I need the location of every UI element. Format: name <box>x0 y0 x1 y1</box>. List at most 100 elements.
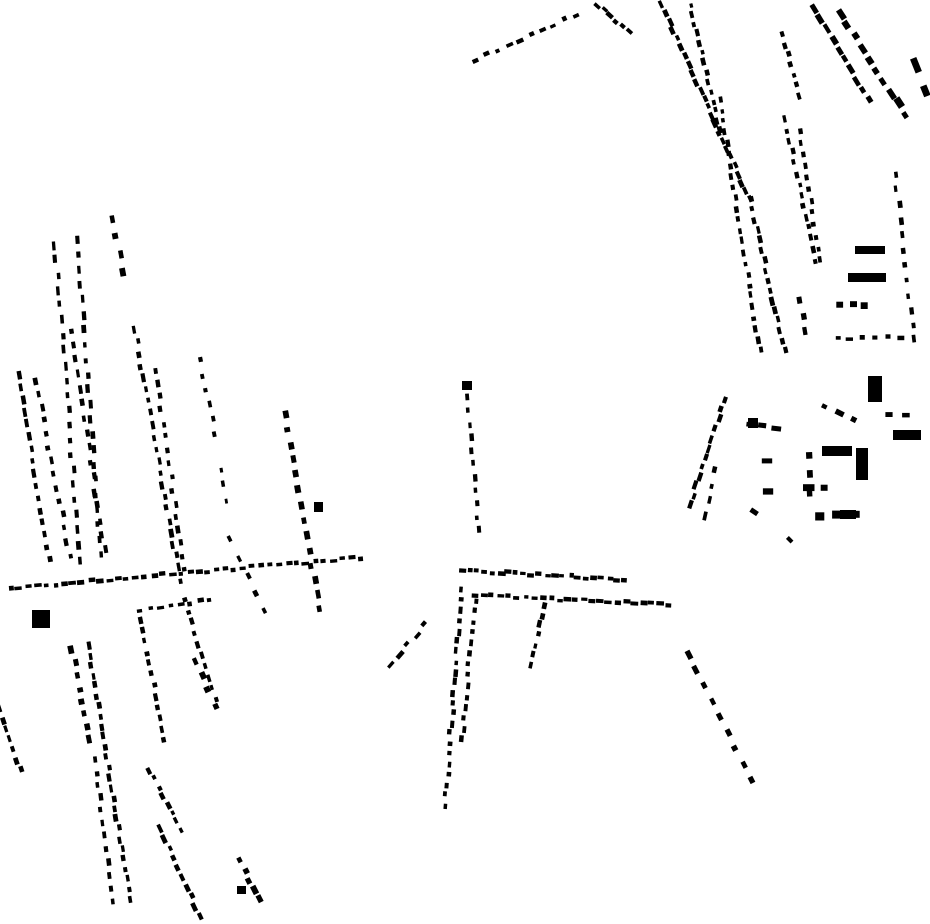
building-west <box>297 501 305 510</box>
building-west <box>140 372 147 383</box>
building-west <box>186 601 193 607</box>
building-west <box>178 571 184 576</box>
building-west <box>230 567 236 573</box>
building-west <box>16 370 23 380</box>
building-center <box>449 720 455 729</box>
building-west <box>87 415 93 424</box>
building-east <box>707 495 713 504</box>
building-north <box>813 234 819 241</box>
building-west <box>187 569 195 574</box>
building-west <box>94 771 100 777</box>
building-north <box>865 95 874 104</box>
building-center <box>504 569 512 574</box>
building-west <box>32 377 39 386</box>
building-north <box>727 163 734 170</box>
building-west <box>167 518 173 526</box>
building-west <box>137 616 144 625</box>
building-center <box>458 568 467 573</box>
building-north <box>822 23 832 34</box>
building-large <box>32 610 50 628</box>
building-west <box>158 470 163 476</box>
building-north <box>755 336 762 345</box>
building-north <box>775 315 781 323</box>
building-large <box>822 446 852 456</box>
building-west <box>84 429 91 437</box>
building-north <box>860 302 868 309</box>
building-center <box>467 567 473 573</box>
building-west <box>157 405 163 413</box>
building-north <box>835 46 845 56</box>
building-center <box>497 571 506 577</box>
building-west <box>182 596 188 603</box>
building-north <box>750 316 757 322</box>
building-west <box>158 571 166 576</box>
building-west <box>206 674 212 683</box>
building-north <box>741 186 749 196</box>
building-center <box>747 775 756 785</box>
building-east <box>716 413 724 423</box>
building-west <box>258 562 265 568</box>
building-center <box>607 576 614 581</box>
building-west <box>320 558 326 564</box>
building-west <box>34 582 42 588</box>
building-north <box>776 326 782 335</box>
building-center <box>481 569 488 574</box>
building-west <box>140 574 147 580</box>
building-center <box>541 601 548 610</box>
building-west <box>95 578 104 584</box>
building-north <box>871 66 880 76</box>
building-center <box>443 803 448 810</box>
building-center <box>528 661 534 669</box>
building-center <box>588 598 596 604</box>
building-west <box>152 692 159 702</box>
building-west <box>219 467 224 473</box>
building-center <box>457 618 462 624</box>
building-east <box>832 510 843 519</box>
building-north <box>593 2 602 10</box>
building-west <box>72 465 77 474</box>
building-west <box>261 607 268 615</box>
building-north <box>748 290 753 298</box>
building-west <box>75 540 82 550</box>
building-west <box>77 280 82 289</box>
building-west <box>68 328 75 335</box>
building-large <box>840 510 856 519</box>
building-west <box>98 792 104 801</box>
building-north <box>696 39 703 48</box>
building-center <box>447 741 453 747</box>
building-north <box>721 128 727 136</box>
building-west <box>236 555 243 563</box>
building-west <box>220 480 226 488</box>
building-west <box>307 562 314 570</box>
building-large <box>868 376 882 402</box>
building-west <box>111 795 118 803</box>
building-east <box>691 492 697 500</box>
building-north <box>739 236 744 245</box>
building-north <box>625 27 634 35</box>
building-west <box>87 442 93 451</box>
building-center <box>458 597 464 602</box>
building-west <box>61 524 67 531</box>
building-north <box>685 60 694 70</box>
building-west <box>236 856 243 864</box>
building-west <box>157 457 162 465</box>
building-center <box>469 629 475 634</box>
building-north <box>709 89 714 96</box>
building-west <box>143 386 149 393</box>
building-west <box>131 325 137 334</box>
building-west <box>282 410 290 419</box>
building-north <box>688 10 695 19</box>
building-north <box>900 247 906 255</box>
building-center <box>442 791 447 797</box>
building-north <box>667 17 675 28</box>
building-north <box>808 233 814 241</box>
building-west <box>59 314 65 324</box>
building-west <box>156 823 164 834</box>
building-center <box>450 689 456 698</box>
building-east <box>803 484 815 492</box>
building-north <box>752 324 758 333</box>
building-center <box>604 600 612 605</box>
building-west <box>163 432 168 438</box>
building-north <box>911 334 917 343</box>
building-north <box>707 111 716 121</box>
